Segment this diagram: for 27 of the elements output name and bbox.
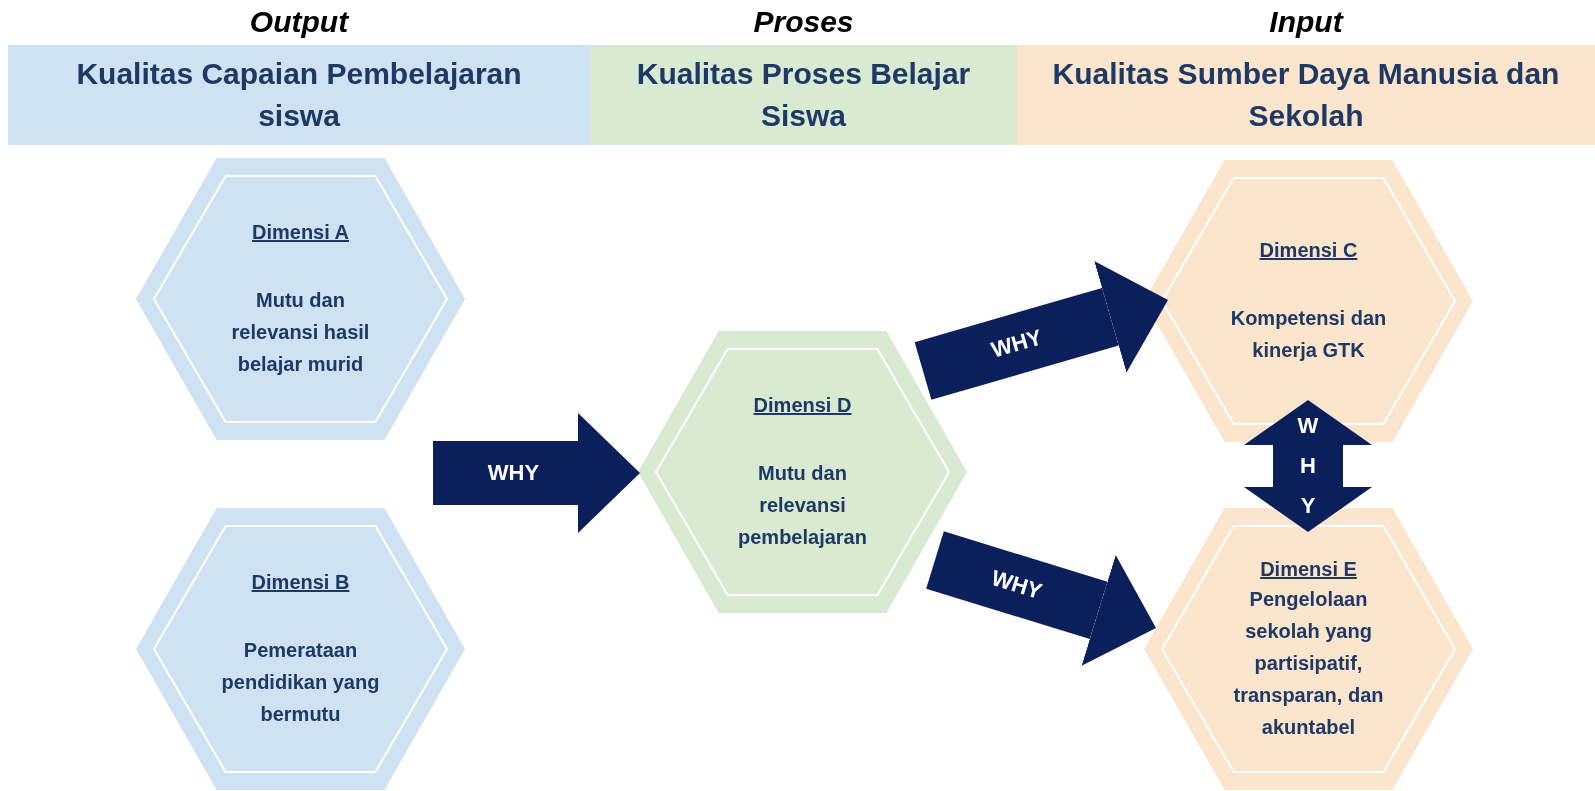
dimension-title: Dimensi D <box>753 393 852 418</box>
column-title: Kualitas Capaian Pembelajaran siswa <box>75 56 523 134</box>
dimension-title: Dimensi B <box>251 570 350 595</box>
dimension-description: Pemerataan pendidikan yang bermutu <box>220 638 381 727</box>
dimension-title: Dimensi E <box>1260 557 1357 582</box>
block-arrow <box>926 531 1156 666</box>
edge-label: WHY <box>487 460 540 486</box>
edge-label: WHY <box>988 565 1046 606</box>
column-title: Kualitas Proses Belajar Siswa <box>635 56 972 134</box>
block-arrow <box>914 261 1168 400</box>
edge-label: WHY <box>1297 412 1319 520</box>
column-heading: Proses <box>752 4 855 40</box>
hexagon-shape <box>136 158 465 440</box>
block-arrow <box>433 413 640 533</box>
hexagon-shape <box>136 508 465 790</box>
dimension-description: Pengelolaan sekolah yang partisipatif, transparan, dan akuntabel <box>1232 587 1385 740</box>
column-heading: Input <box>1268 4 1345 40</box>
dimension-title: Dimensi A <box>251 220 350 245</box>
dimension-description: Mutu dan relevansi pembelajaran <box>737 461 868 550</box>
dimension-description: Mutu dan relevansi hasil belajar murid <box>230 288 371 377</box>
hexagon-shape <box>638 331 967 613</box>
column-heading: Output <box>248 4 351 40</box>
dimension-description: Kompetensi dan kinerja GTK <box>1229 306 1388 363</box>
dimension-title: Dimensi C <box>1259 238 1358 263</box>
block-arrow <box>1244 400 1372 532</box>
edge-label: WHY <box>988 324 1045 364</box>
column-title: Kualitas Sumber Daya Manusia dan Sekolah <box>1051 56 1561 134</box>
